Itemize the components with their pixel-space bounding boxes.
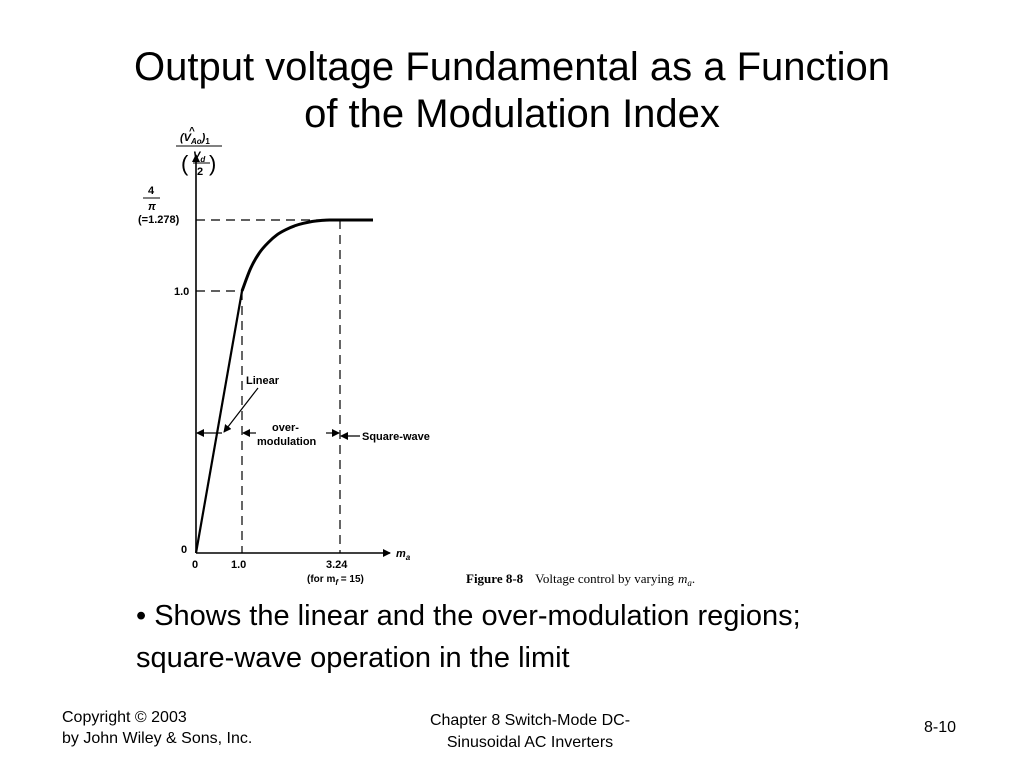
series-linear-region — [194, 290, 244, 554]
annotation-square-wave: Square-wave — [362, 431, 430, 443]
footer-copyright: Copyright © 2003 by John Wiley & Sons, I… — [62, 707, 252, 749]
annotation-overmod-line2: modulation — [257, 436, 317, 448]
footer-chapter-line2: Sinusoidal AC Inverters — [446, 734, 614, 751]
y-axis-label-denominator-paren-left: ( — [181, 151, 189, 176]
y-tick-max: 4 π (=1.278) — [138, 185, 180, 226]
x-tick-324-note: (for mf = 15) — [307, 574, 364, 587]
bullet-text: • Shows the linear and the over-modulati… — [136, 600, 801, 674]
annotation-overmod-line1: over- — [272, 422, 299, 434]
x-axis-label: ma — [396, 548, 411, 562]
y-axis-label-numerator: (VAo)1 — [180, 132, 210, 146]
y-tick-0: 0 — [181, 544, 187, 556]
y-axis-label-denominator-num: Vd — [193, 150, 206, 164]
footer-page-number: 8-10 — [924, 719, 957, 736]
y-tick-max-num: 4 — [148, 185, 155, 197]
footer-chapter-line1: Chapter 8 Switch-Mode DC- — [429, 712, 631, 729]
footer-chapter: Chapter 8 Switch-Mode DC- Sinusoidal AC … — [380, 710, 680, 754]
x-tick-324: 3.24 — [326, 559, 348, 571]
series-overmodulation-curve — [240, 218, 373, 292]
y-tick-1: 1.0 — [174, 286, 189, 298]
y-axis-label: ^ (VAo)1 ( Vd 2 ) — [176, 126, 222, 178]
annotation-linear: Linear — [246, 375, 280, 387]
linear-pointer — [223, 387, 259, 433]
slide-title: Output voltage Fundamental as a Function… — [40, 44, 984, 138]
slide-title-line1: Output voltage Fundamental as a Function — [133, 45, 890, 89]
x-tick-1: 1.0 — [231, 559, 246, 571]
y-tick-max-note: (=1.278) — [138, 214, 180, 226]
y-axis-label-denominator-paren-right: ) — [209, 151, 216, 176]
footer-copyright-line1: Copyright © 2003 — [62, 709, 187, 726]
modulation-index-chart: ^ (VAo)1 ( Vd 2 ) 4 π (=1.278) 1.0 0 0 1… — [138, 126, 695, 588]
x-tick-0: 0 — [192, 559, 198, 571]
y-axis-label-denominator-den: 2 — [197, 166, 203, 178]
y-tick-max-den: π — [148, 201, 156, 213]
footer-copyright-line2: by John Wiley & Sons, Inc. — [62, 730, 253, 747]
slide-title-line2: of the Modulation Index — [304, 92, 720, 136]
y-axis-label-hat: ^ — [189, 126, 195, 137]
